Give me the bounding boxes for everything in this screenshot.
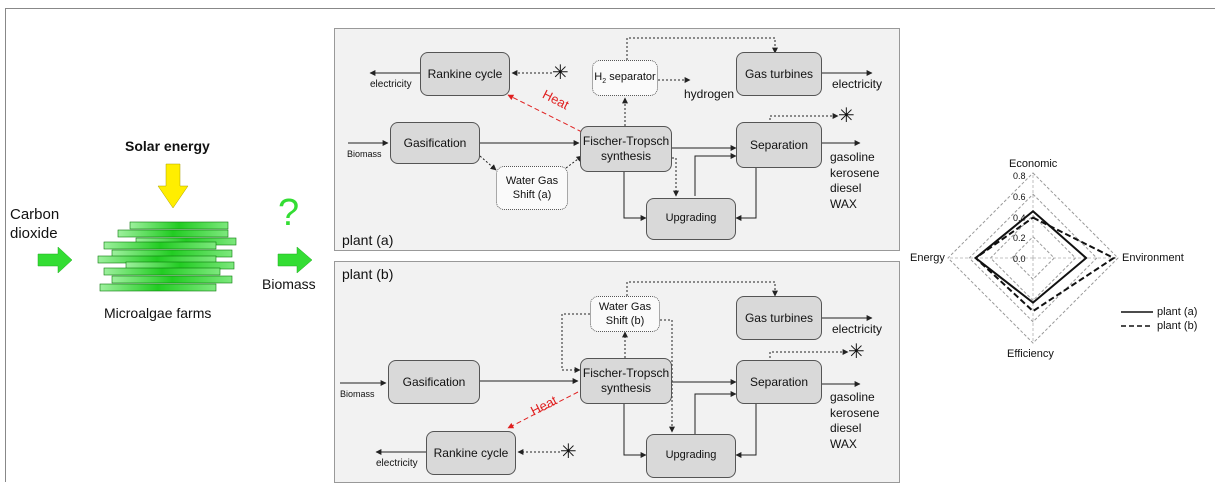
plant-a-title: plant (a) <box>342 232 394 248</box>
h2-separator-label: H2 separator <box>594 70 656 86</box>
radar-series-plant-a <box>974 209 1088 304</box>
plant-a-h2-separator: H2 separator <box>592 60 658 96</box>
plant-b-products: gasoline kerosene diesel WAX <box>830 390 879 452</box>
product-item: diesel <box>830 421 862 436</box>
radar-axis-environment: Environment <box>1122 252 1184 264</box>
plant-b-separation-star-icon: ✳ <box>848 341 865 363</box>
biomass-label: Biomass <box>262 276 316 292</box>
legend-label: plant (a) <box>1157 306 1198 318</box>
legend-dashed-line-icon <box>1121 325 1153 327</box>
radar-tick-label: 0.8 <box>1013 171 1026 181</box>
left-illustration <box>37 163 313 292</box>
plant-a-rankine-cycle: Rankine cycle <box>420 52 510 96</box>
radar-axis-energy: Energy <box>910 252 945 264</box>
radar-tick-label: 0.2 <box>1013 233 1026 243</box>
plant-b-gasification: Gasification <box>388 360 480 404</box>
product-item: diesel <box>830 181 862 196</box>
legend-label: plant (b) <box>1157 320 1198 332</box>
plant-a-water-gas-shift: Water Gas Shift (a) <box>496 166 568 210</box>
legend-item-plant-a: plant (a) <box>1120 305 1197 319</box>
product-item: kerosene <box>830 165 880 180</box>
radar-axis-efficiency: Efficiency <box>1007 348 1054 360</box>
legend-item-plant-b: plant (b) <box>1120 319 1197 333</box>
plant-a-gas-turbines: Gas turbines <box>736 52 822 96</box>
solar-arrow-icon <box>157 163 189 209</box>
plant-a-products: gasoline kerosene diesel WAX <box>830 150 879 212</box>
radar-legend: plant (a) plant (b) <box>1120 305 1197 333</box>
solar-energy-label: Solar energy <box>125 138 210 154</box>
question-mark: ? <box>278 192 300 234</box>
plant-b-rankine-cycle: Rankine cycle <box>426 431 516 475</box>
plant-a-rankine-star-icon: ✳ <box>552 62 569 84</box>
plant-b-separation: Separation <box>736 360 822 404</box>
plant-a-separation-star-icon: ✳ <box>838 105 855 127</box>
radar-grid-ring <box>968 193 1098 323</box>
plant-b-water-gas-shift: Water Gas Shift (b) <box>590 296 660 332</box>
plant-a-electricity-right: electricity <box>832 77 883 91</box>
radar-axis-economic: Economic <box>1009 158 1058 170</box>
carbon-dioxide-label: Carbon dioxide <box>10 206 60 242</box>
plant-a-fischer-tropsch: Fischer-Tropsch synthesis <box>580 126 672 172</box>
radar-tick-label: 0.6 <box>1013 192 1026 202</box>
product-item: WAX <box>830 436 857 451</box>
legend-solid-line-icon <box>1121 311 1153 313</box>
radar-tick-label: 0.0 <box>1013 254 1026 264</box>
microalgae-farms-label: Microalgae farms <box>104 305 212 321</box>
plant-b-biomass-in: Biomass <box>340 389 375 399</box>
figure-frame <box>5 8 1215 482</box>
biomass-arrow-icon <box>277 246 313 274</box>
plant-b-upgrading: Upgrading <box>646 434 736 478</box>
plant-a-gasification: Gasification <box>390 122 480 164</box>
plant-a-biomass-in: Biomass <box>347 149 382 159</box>
plant-b-fischer-tropsch: Fischer-Tropsch synthesis <box>580 358 672 404</box>
microalgae-pond-icons <box>97 221 237 292</box>
plant-b-rankine-star-icon: ✳ <box>560 441 577 463</box>
radar-grid-ring <box>947 172 1119 344</box>
plant-b-gas-turbines: Gas turbines <box>736 296 822 340</box>
co2-arrow-icon <box>37 246 73 274</box>
plant-b-electricity-left: electricity <box>376 458 418 469</box>
plant-a-upgrading: Upgrading <box>646 198 736 240</box>
product-item: gasoline <box>830 390 875 404</box>
plant-a-hydrogen: hydrogen <box>684 87 735 101</box>
product-item: WAX <box>830 196 857 211</box>
plant-a-separation: Separation <box>736 122 822 168</box>
plant-a-electricity-left: electricity <box>370 79 412 90</box>
plant-b-electricity-right: electricity <box>832 322 883 336</box>
product-item: gasoline <box>830 150 875 164</box>
plant-b-title: plant (b) <box>342 266 394 282</box>
radar-tick-label: 0.4 <box>1013 213 1026 223</box>
radar-series-plant-b <box>974 216 1116 313</box>
product-item: kerosene <box>830 405 880 420</box>
